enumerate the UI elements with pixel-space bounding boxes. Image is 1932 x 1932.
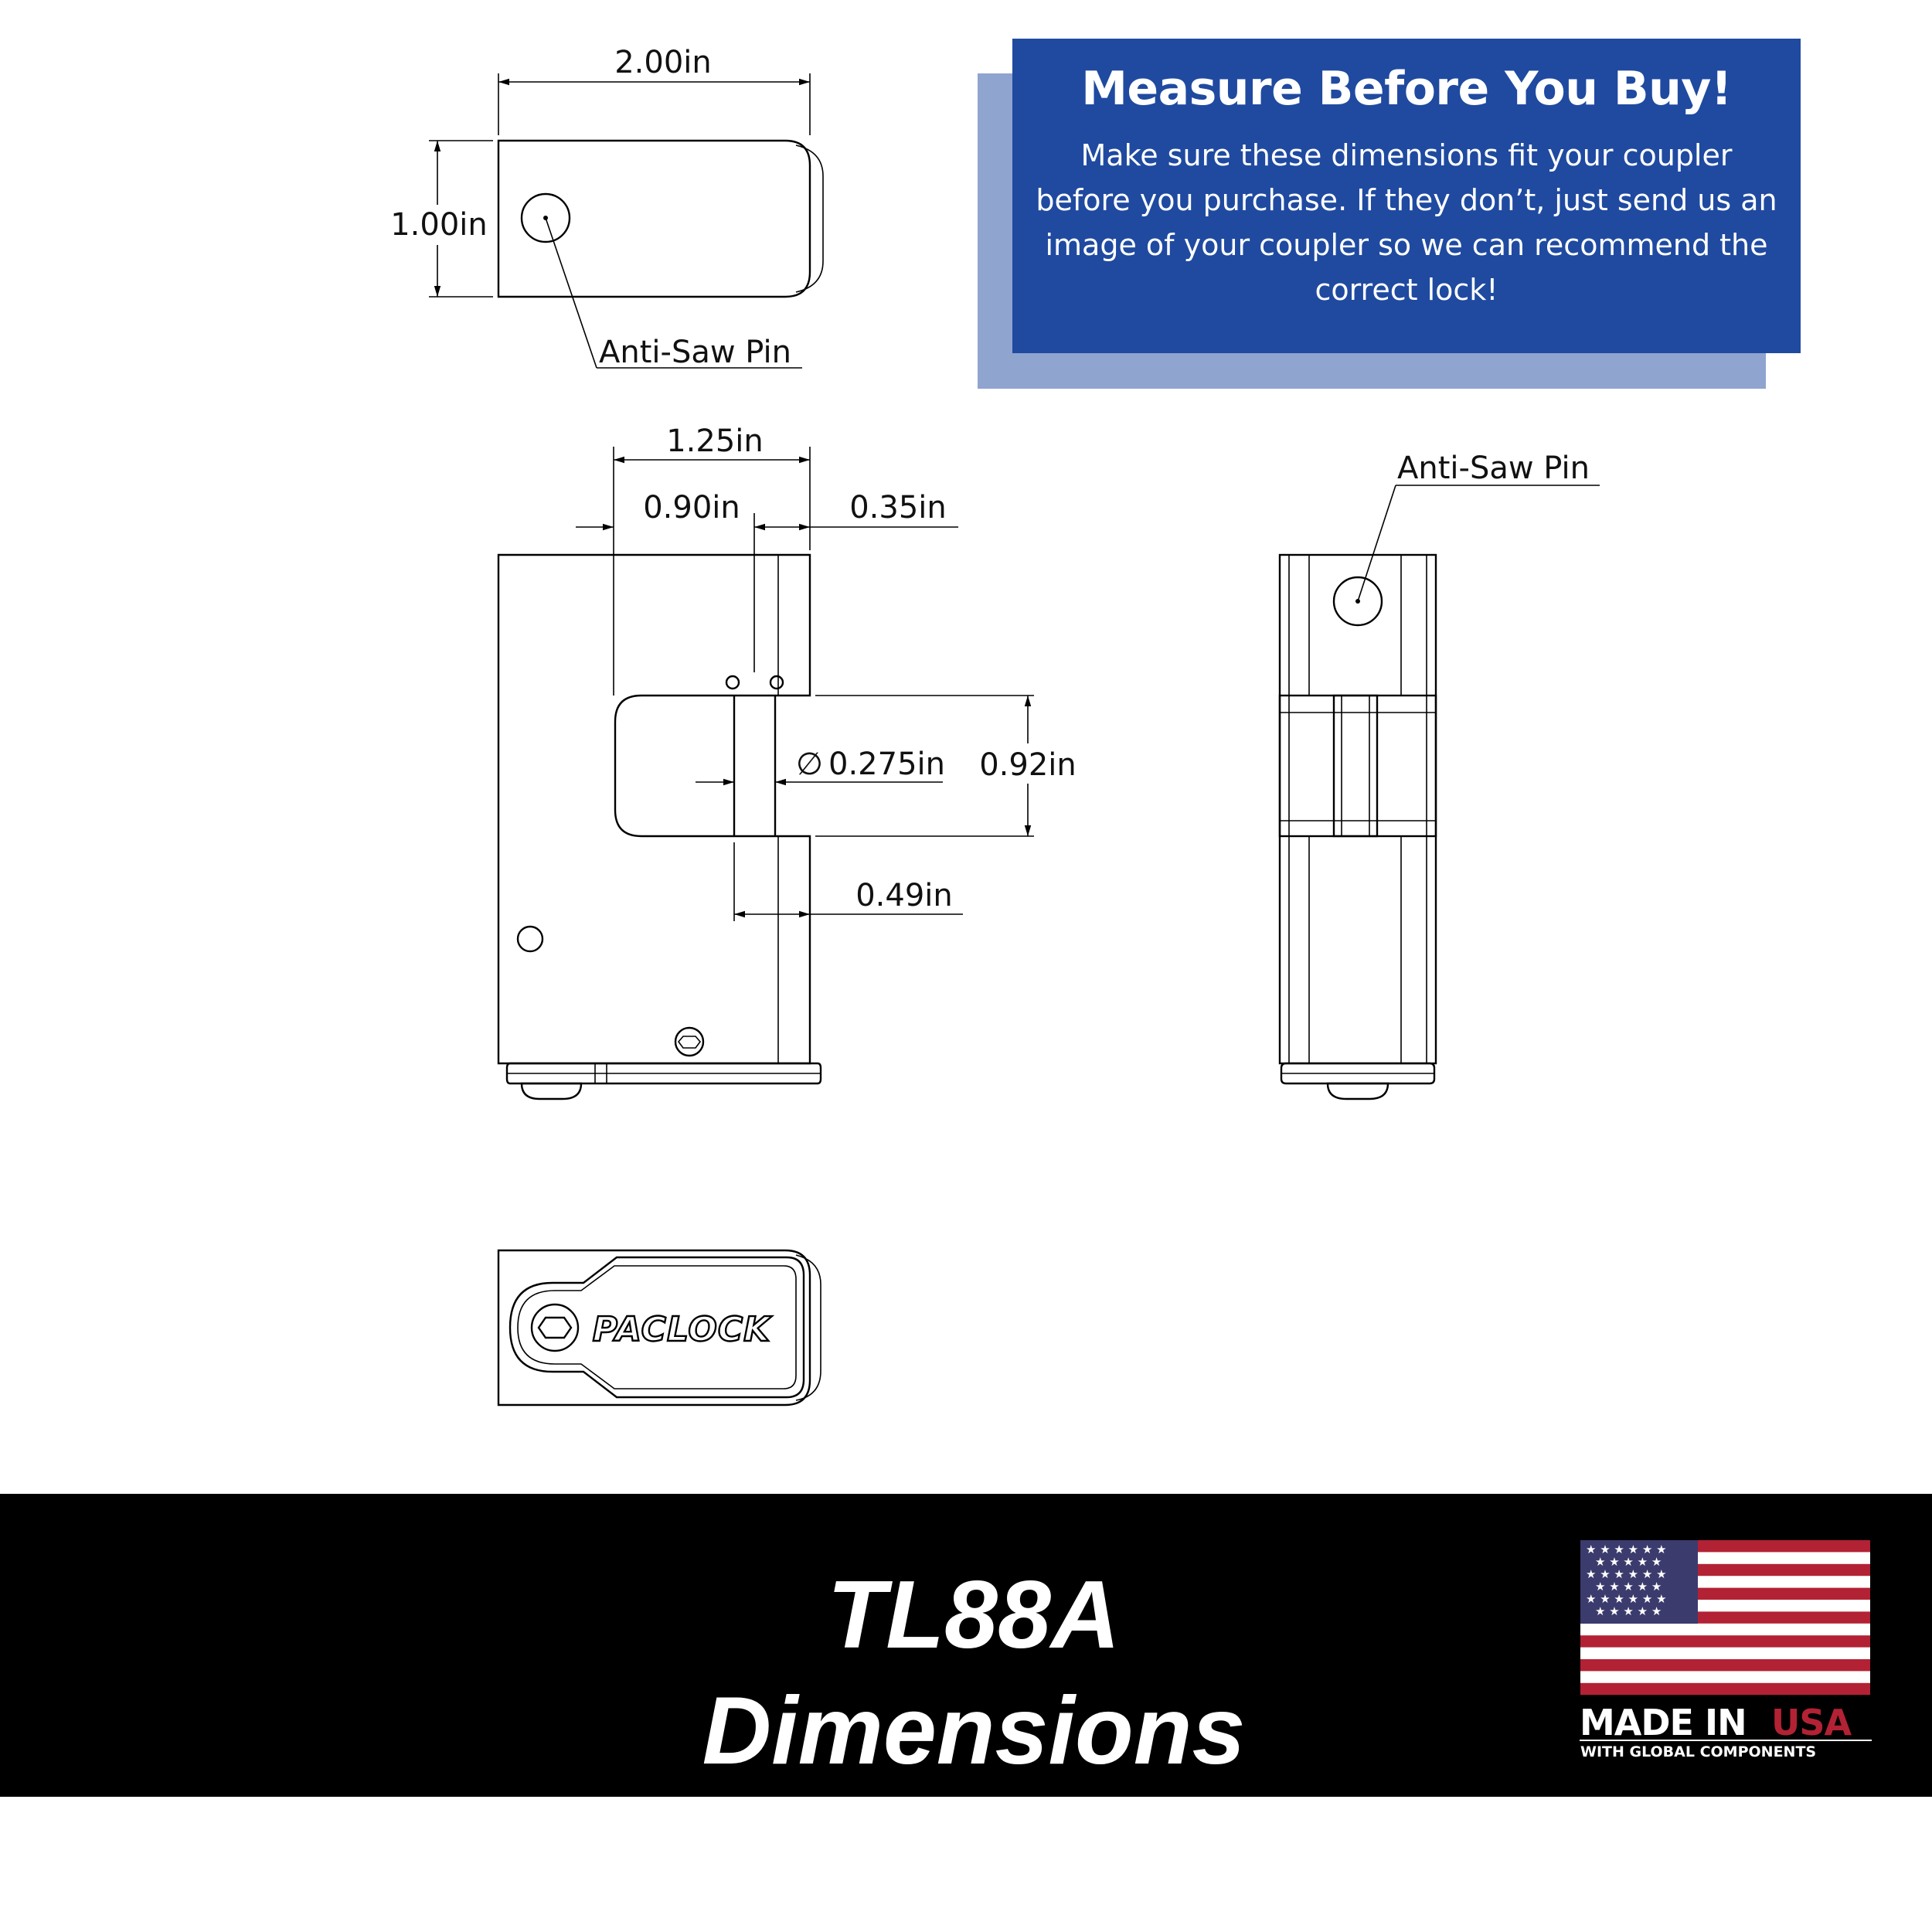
front-view: 1.25in 0.90in 0.35in ∅ 0.275in 0.92in 0.… <box>497 423 1083 1100</box>
side-view-body <box>1278 553 1437 1065</box>
bottom-plate-outline <box>509 1256 805 1399</box>
svg-text:★ ★ ★ ★ ★: ★ ★ ★ ★ ★ <box>1595 1604 1662 1618</box>
svg-text:★ ★ ★ ★ ★ ★: ★ ★ ★ ★ ★ ★ <box>1586 1543 1667 1556</box>
pin-detail-right <box>769 675 784 690</box>
top-height-label: 1.00in <box>390 207 488 243</box>
banner-subtitle: Dimensions <box>702 1678 1246 1784</box>
top-view: Anti-Saw Pin 2.00in 1.00in <box>386 45 824 370</box>
front-base-plate <box>505 1062 822 1085</box>
top-width-label: 2.00in <box>614 45 712 80</box>
bottom-plate-inner <box>517 1265 797 1389</box>
front-left-width: 0.90in <box>643 490 740 526</box>
made-in-usa-badge: ★ ★ ★ ★ ★ ★ ★ ★ ★ ★ ★ ★ ★ ★ ★ ★ ★ ★ ★ ★ … <box>1580 1540 1872 1759</box>
side-shackle-band <box>1278 694 1437 838</box>
side-bottom-nut <box>1326 1082 1389 1100</box>
global-components-text: WITH GLOBAL COMPONENTS <box>1580 1743 1816 1759</box>
paclock-engraving: PACLOCK <box>593 1310 772 1349</box>
bottom-screw-outer <box>530 1303 580 1352</box>
front-keyhole <box>516 925 544 953</box>
svg-text:★ ★ ★ ★ ★: ★ ★ ★ ★ ★ <box>1595 1580 1662 1594</box>
technical-drawing: Anti-Saw Pin 2.00in 1.00in <box>386 45 1600 1406</box>
front-bottom-nut <box>520 1082 583 1100</box>
diameter-symbol: ∅ <box>796 747 823 782</box>
bottom-view-body <box>497 1249 811 1406</box>
usa-flag-icon: ★ ★ ★ ★ ★ ★ ★ ★ ★ ★ ★ ★ ★ ★ ★ ★ ★ ★ ★ ★ … <box>1580 1540 1870 1696</box>
side-view: Anti-Saw Pin <box>1278 451 1600 1100</box>
usa-text: USA <box>1771 1702 1852 1743</box>
pin-leader-line <box>545 217 597 369</box>
svg-text:★ ★ ★ ★ ★ ★: ★ ★ ★ ★ ★ ★ <box>1586 1567 1667 1581</box>
side-anti-saw-pin-hole <box>1332 576 1383 627</box>
banner-model: TL88A <box>827 1562 1121 1668</box>
height-label-bg <box>386 205 487 245</box>
top-pin-callout: Anti-Saw Pin <box>599 335 791 370</box>
side-base-plate <box>1280 1062 1436 1085</box>
bottom-view-bevel <box>795 1254 821 1401</box>
pin-detail-left <box>725 675 740 690</box>
bottom-view: PACLOCK <box>497 1249 821 1406</box>
side-pin-callout: Anti-Saw Pin <box>1397 451 1590 486</box>
front-right-width: 0.35in <box>849 490 947 526</box>
front-lower-offset: 0.49in <box>855 878 953 913</box>
front-pin-diameter: 0.275in <box>828 747 945 782</box>
hex-screw-outer <box>674 1026 705 1057</box>
front-gap-height: 0.92in <box>979 747 1077 783</box>
promo-title: Measure Before You Buy! <box>1081 62 1732 116</box>
gap-label-bg <box>975 743 1083 784</box>
anti-saw-pin-hole <box>520 192 571 243</box>
svg-text:★ ★ ★ ★ ★: ★ ★ ★ ★ ★ <box>1595 1555 1662 1569</box>
made-in-text: MADE IN <box>1580 1702 1747 1743</box>
side-pin-leader-line <box>1357 485 1396 602</box>
banner-title: TL88A Dimensions <box>433 1557 1515 1789</box>
front-view-body <box>497 553 811 1065</box>
front-overall-width: 1.25in <box>666 423 764 459</box>
promo-box: Measure Before You Buy! Make sure these … <box>1012 39 1801 353</box>
promo-body: Make sure these dimensions fit your coup… <box>1036 138 1777 307</box>
svg-text:★ ★ ★ ★ ★ ★: ★ ★ ★ ★ ★ ★ <box>1586 1592 1667 1606</box>
bottom-hex-socket <box>537 1316 573 1339</box>
top-view-bevel <box>795 145 824 293</box>
side-shackle-pin <box>1332 694 1379 838</box>
top-view-body <box>497 139 811 298</box>
hex-screw-socket <box>677 1036 702 1049</box>
